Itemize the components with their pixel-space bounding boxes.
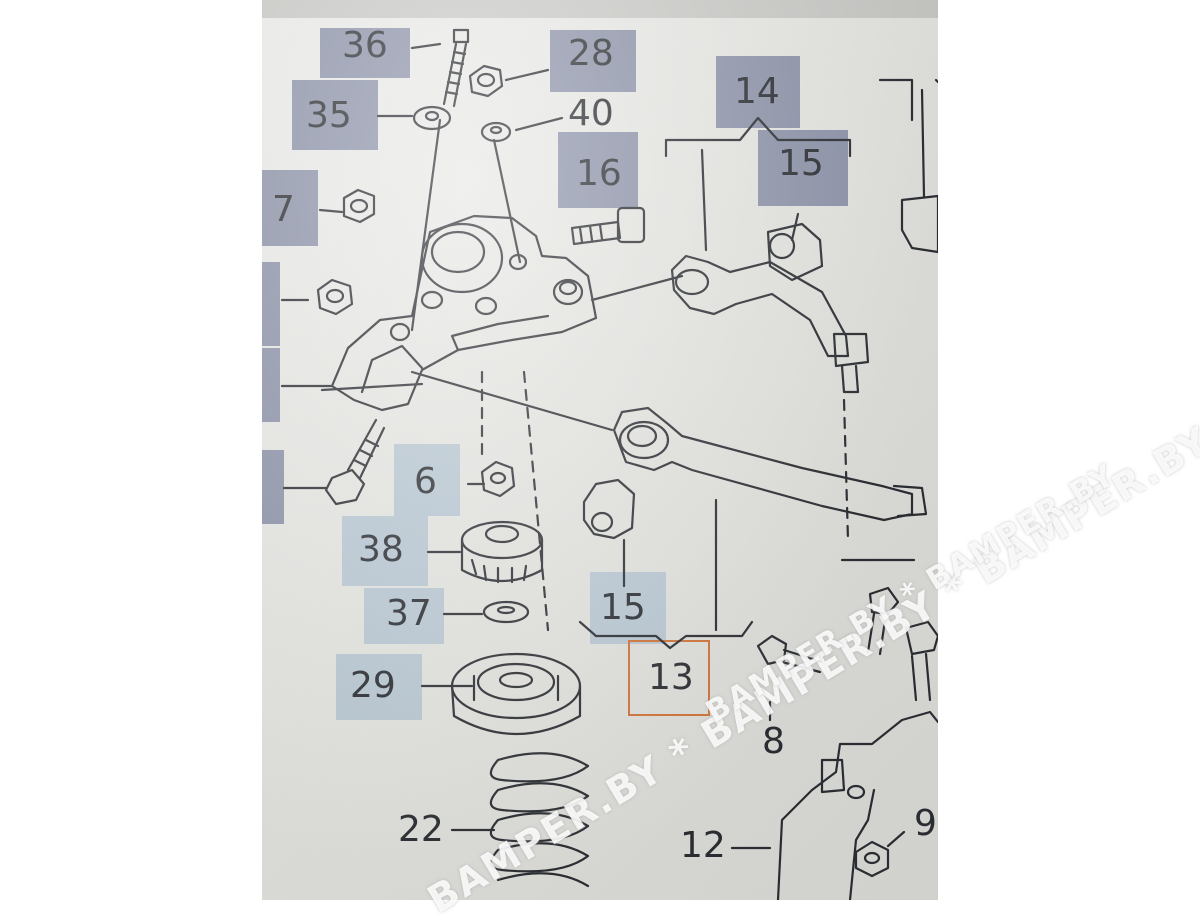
callout-6: 6 (414, 461, 437, 502)
callout-16: 16 (576, 153, 622, 194)
callout-box-left-c (262, 450, 284, 524)
leader-36 (410, 42, 442, 50)
callout-35: 35 (306, 95, 352, 136)
callout-box-13-highlight (628, 640, 710, 716)
callout-22: 22 (398, 809, 444, 850)
callout-box-left-a (262, 262, 280, 346)
callout-9: 9 (914, 803, 937, 844)
suspension-exploded-drawing (280, 28, 938, 900)
callout-15-upper: 15 (778, 143, 824, 184)
wheel-carrier-bracket (330, 214, 598, 412)
callout-box-16 (558, 132, 638, 208)
callout-box-6 (394, 444, 460, 516)
callout-box-29 (336, 654, 422, 720)
callout-13: 13 (648, 657, 694, 698)
monitor-bezel (262, 0, 938, 18)
leader-7 (318, 208, 344, 214)
leader-9 (886, 830, 906, 848)
leader-40 (514, 116, 564, 132)
callout-box-7 (262, 170, 318, 246)
callout-38: 38 (358, 529, 404, 570)
callout-box-35 (292, 80, 378, 150)
parts-diagram-photo: 36 28 35 40 14 16 15 7 6 38 15 37 29 13 … (262, 0, 938, 900)
callout-29: 29 (350, 665, 396, 706)
callout-37: 37 (386, 593, 432, 634)
lower-control-arm-13 (612, 406, 914, 522)
callout-box-38 (342, 516, 428, 586)
callout-box-14 (716, 56, 800, 128)
callout-box-left-b (262, 348, 280, 422)
bracket-14 (664, 116, 852, 158)
leader-28 (504, 68, 550, 82)
callout-box-15b (590, 572, 666, 644)
bracket-13 (578, 620, 754, 650)
callout-28: 28 (568, 33, 614, 74)
callout-box-36 (320, 28, 410, 78)
callout-box-37 (364, 588, 444, 644)
callout-7: 7 (272, 189, 295, 230)
upper-control-arm-14 (670, 254, 850, 358)
callout-box-28 (550, 30, 636, 92)
callout-12: 12 (680, 825, 726, 866)
callout-40: 40 (568, 93, 614, 134)
callout-8: 8 (762, 721, 785, 762)
steering-knuckle-12 (776, 710, 938, 900)
callout-36: 36 (342, 25, 388, 66)
callout-15-lower: 15 (600, 587, 646, 628)
callout-box-15a (758, 130, 848, 206)
callout-14: 14 (734, 71, 780, 112)
